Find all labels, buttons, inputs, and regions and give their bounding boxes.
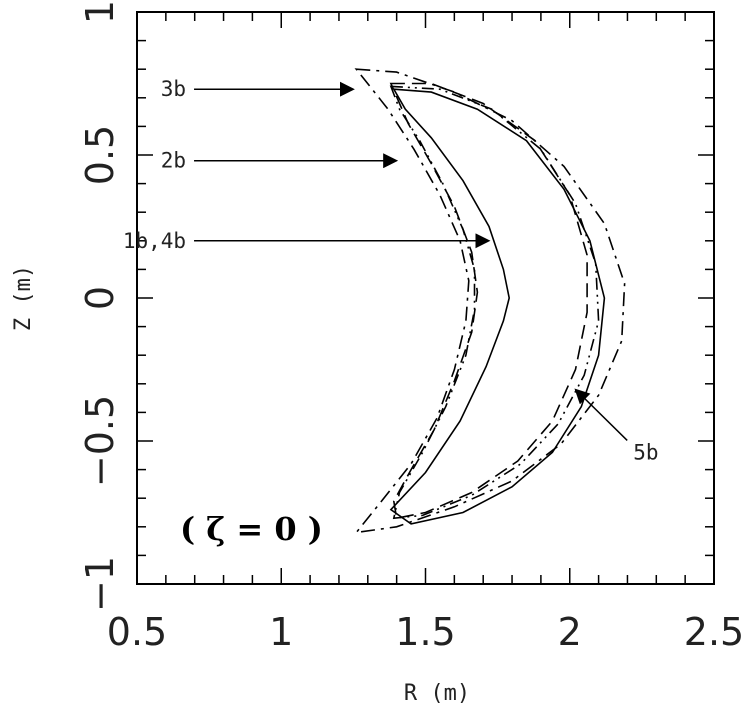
annotation-arrow <box>574 388 628 441</box>
x-tick-label: 1.5 <box>395 610 455 654</box>
annotation-label: 1b,4b <box>123 229 186 253</box>
plot-frame <box>136 11 715 585</box>
series-1b-4b-line <box>389 88 606 525</box>
annotation-label: 2b <box>161 149 186 173</box>
annotation-label: 5b <box>633 440 658 464</box>
y-tick-label: −0.5 <box>78 395 122 487</box>
inset-label: ( ζ = 0 ) <box>180 510 323 548</box>
y-tick-label: 0 <box>78 286 122 310</box>
x-tick-label: 1 <box>269 610 293 654</box>
x-tick-label: 0.5 <box>107 610 167 654</box>
y-tick-label: 0.5 <box>78 125 122 185</box>
series-5b-line <box>389 85 600 520</box>
y-tick-label: −1 <box>78 556 122 612</box>
y-tick-label: 1 <box>78 0 122 24</box>
series-3b-line <box>354 68 626 534</box>
annotation-label: 3b <box>161 77 186 101</box>
series-2b-line <box>389 82 588 520</box>
y-axis-title: Z (m) <box>11 265 36 331</box>
x-tick-label: 2 <box>558 610 582 654</box>
x-tick-label: 2.5 <box>684 610 744 654</box>
x-axis-title: R (m) <box>404 681 470 706</box>
